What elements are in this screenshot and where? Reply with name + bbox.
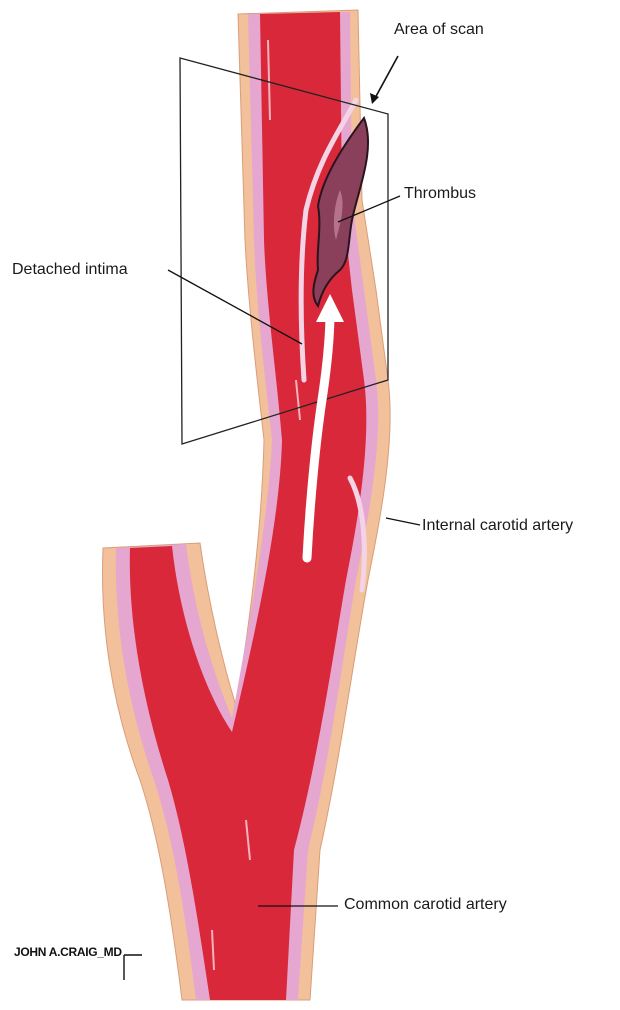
label-common-carotid: Common carotid artery bbox=[344, 897, 507, 913]
label-thrombus: Thrombus bbox=[404, 186, 476, 202]
label-internal-carotid: Internal carotid artery bbox=[422, 518, 573, 534]
label-area-of-scan: Area of scan bbox=[394, 22, 484, 38]
label-detached-intima: Detached intima bbox=[12, 262, 128, 278]
leader-internal-carotid bbox=[386, 518, 420, 525]
leader-area-of-scan bbox=[374, 56, 398, 100]
signature-stroke bbox=[124, 955, 142, 980]
artist-signature: JOHN A.CRAIG_MD bbox=[14, 945, 122, 959]
